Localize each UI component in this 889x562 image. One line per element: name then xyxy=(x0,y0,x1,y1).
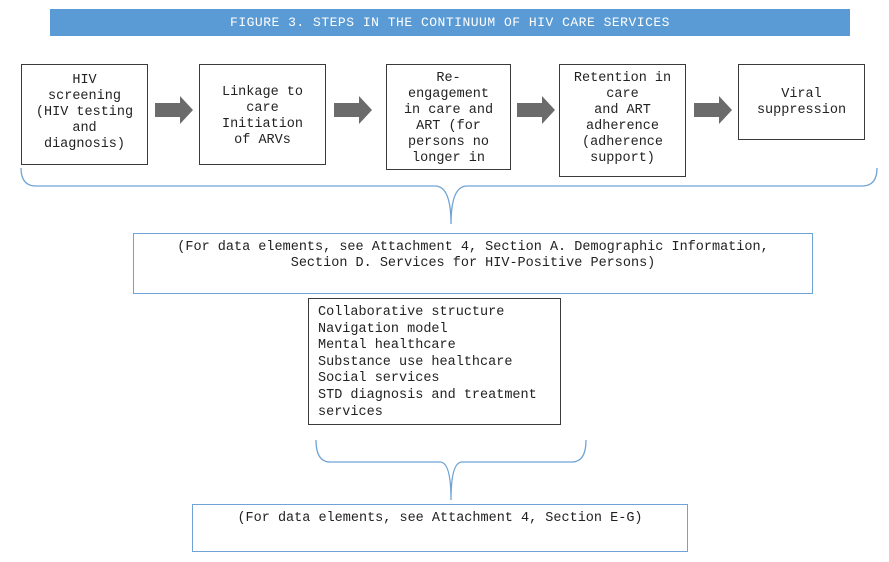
figure-title: FIGURE 3. STEPS IN THE CONTINUUM OF HIV … xyxy=(50,9,850,36)
arrow-right-icon xyxy=(155,96,193,124)
services-list: Collaborative structure Navigation model… xyxy=(308,298,561,425)
service-item-collaborative-structure: Collaborative structure xyxy=(318,305,505,320)
step-linkage-to-care: Linkage to care Initiation of ARVs xyxy=(199,64,326,165)
bracket-services xyxy=(315,439,587,501)
service-item-navigation-model: Navigation model xyxy=(318,321,448,337)
data-elements-note-sections-a-d: (For data elements, see Attachment 4, Se… xyxy=(133,233,813,294)
arrow-right-icon xyxy=(334,96,372,124)
data-elements-note-sections-e-g: (For data elements, see Attachment 4, Se… xyxy=(192,504,688,552)
bracket-steps xyxy=(20,167,878,225)
arrow-right-icon xyxy=(517,96,555,124)
step-hiv-screening: HIV screening (HIV testing and diagnosis… xyxy=(21,64,148,165)
arrow-right-icon xyxy=(694,96,732,124)
step-retention: Retention in care and ART adherence (adh… xyxy=(559,64,686,177)
service-item-social-services: Social services xyxy=(318,371,440,387)
step-re-engagement: Re- engagement in care and ART (for pers… xyxy=(386,64,511,170)
service-item-std-diagnosis: STD diagnosis and treatment services xyxy=(318,387,537,420)
step-viral-suppression: Viral suppression xyxy=(738,64,865,140)
service-item-mental-healthcare: Mental healthcare xyxy=(318,338,456,354)
service-item-substance-use-healthcare: Substance use healthcare xyxy=(318,354,513,370)
